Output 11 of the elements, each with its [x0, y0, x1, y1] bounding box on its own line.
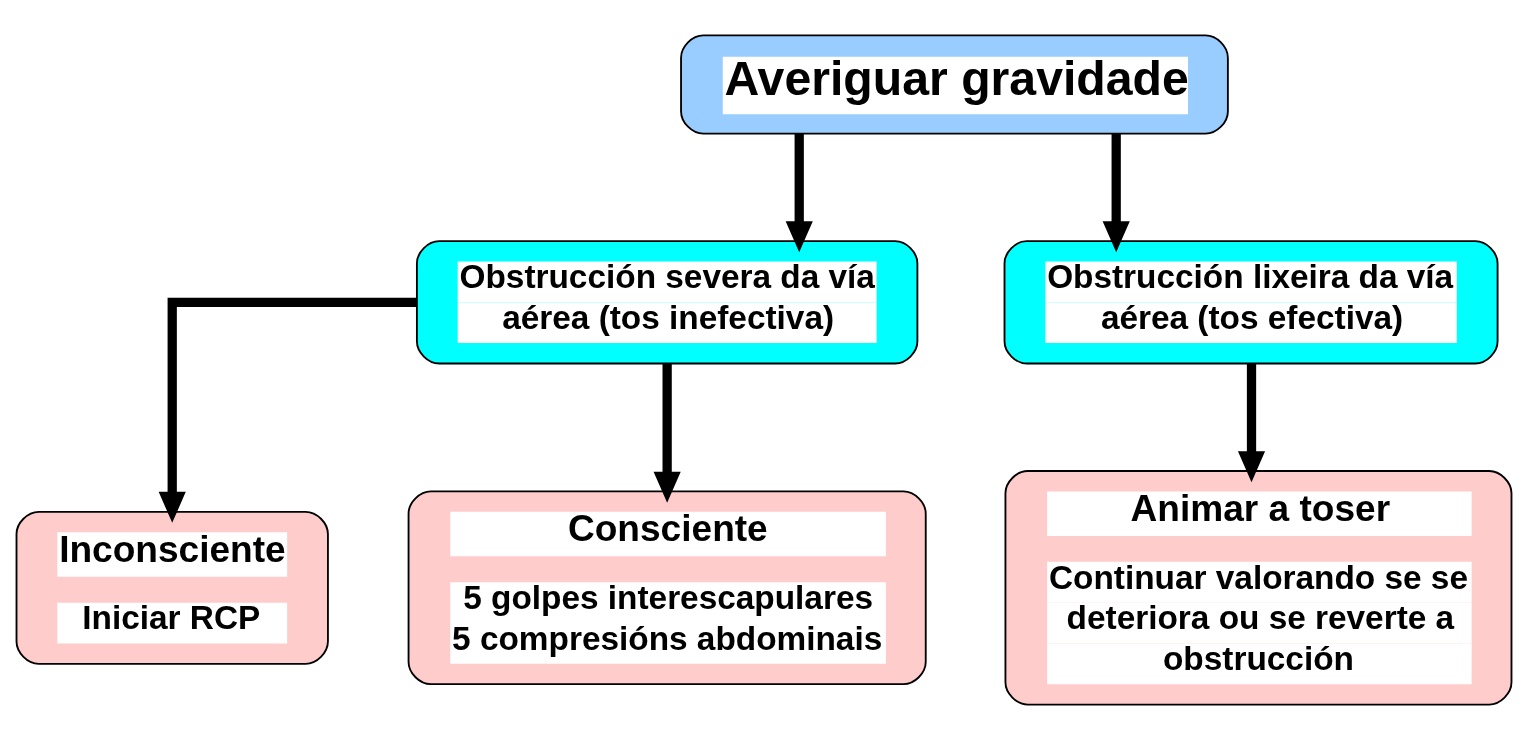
node-box: Inconsciente Iniciar RCP — [15, 510, 329, 665]
node-box: Consciente 5 golpes interescapulares 5 compresións abdominais — [407, 490, 927, 686]
arrow — [1237, 363, 1266, 483]
arrow — [158, 297, 417, 523]
node-box: Obstrucción severa da vía aérea (tos inefectiva) — [415, 240, 919, 365]
arrow — [1102, 133, 1130, 253]
node-box: Animar a toser Continuar valorando se se deteriora ou se reverte a obstrucción — [1004, 470, 1513, 706]
arrow — [653, 363, 681, 503]
arrow — [785, 133, 813, 253]
node-box: Averiguar gravidade — [680, 34, 1229, 135]
node-box: Obstrucción lixeira da vía aérea (tos efectiva) — [1003, 240, 1499, 365]
